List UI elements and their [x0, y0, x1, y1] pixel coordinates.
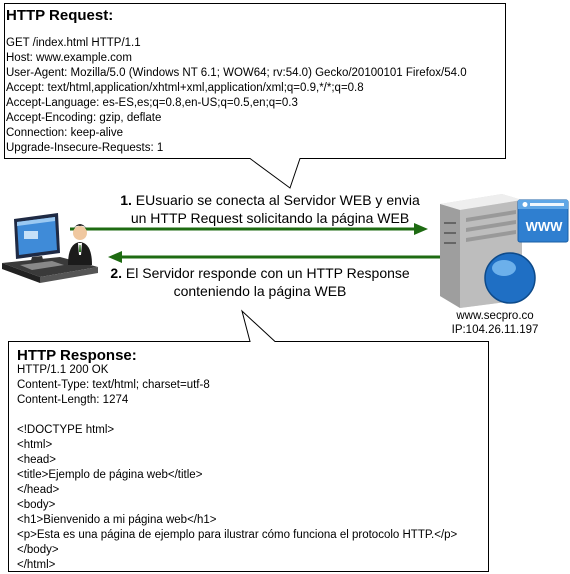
response-line: <body>	[17, 499, 56, 511]
request-line: Upgrade-Insecure-Requests: 1	[6, 142, 164, 154]
response-line: <title>Ejemplo de página web</title>	[17, 469, 203, 481]
step1-number: 1.	[120, 192, 132, 208]
server-host: www.secpro.co	[456, 310, 534, 322]
response-line: <h1>Bienvenido a mi página web</h1>	[17, 514, 217, 526]
step1-line1: EUsuario se conecta al Servidor WEB y en…	[135, 192, 420, 208]
response-line: </html>	[17, 559, 56, 571]
response-line: </body>	[17, 544, 59, 556]
request-line: Connection: keep-alive	[6, 127, 123, 139]
request-line: Accept-Encoding: gzip, deflate	[6, 112, 162, 124]
request-line: GET /index.html HTTP/1.1	[6, 37, 141, 49]
request-line: Accept-Language: es-ES,es;q=0.8,en-US;q=…	[6, 97, 298, 109]
request-line: Host: www.example.com	[6, 52, 132, 64]
request-title: HTTP Request:	[6, 7, 114, 24]
server-icon	[440, 194, 569, 308]
response-lines: HTTP/1.1 200 OK Content-Type: text/html; …	[17, 363, 487, 573]
response-line: <head>	[17, 454, 57, 466]
response-line: </head>	[17, 484, 60, 496]
computer-user-icon	[2, 213, 98, 283]
server-ip: IP:104.26.11.197	[451, 324, 539, 336]
response-line	[17, 408, 487, 423]
step2-number: 2.	[110, 265, 122, 281]
response-title: HTTP Response:	[17, 347, 137, 364]
response-line: <!DOCTYPE html>	[17, 424, 115, 436]
response-line: Content-Type: text/html; charset=utf-8	[17, 379, 210, 391]
response-line: Content-Length: 1274	[17, 394, 129, 406]
response-callout: HTTP Response: HTTP/1.1 200 OK Content-Ty…	[17, 347, 487, 573]
step1-caption: 1. EUsuario se conecta al Servidor WEB y…	[100, 191, 440, 227]
www-badge-label: WWW	[525, 219, 563, 234]
response-line: <p>Esta es una página de ejemplo para il…	[17, 529, 458, 541]
step2-caption: 2. El Servidor responde con un HTTP Resp…	[90, 264, 430, 300]
request-line: Accept: text/html,application/xhtml+xml,…	[6, 82, 364, 94]
response-line: <html>	[17, 439, 53, 451]
step1-line2: un HTTP Request solicitando la página WE…	[130, 210, 410, 226]
request-line: User-Agent: Mozilla/5.0 (Windows NT 6.1;…	[6, 67, 467, 79]
response-line: HTTP/1.1 200 OK	[17, 364, 109, 376]
server-labels: www.secpro.co IP:104.26.11.197	[425, 309, 565, 337]
step2-line2: conteniendo la página WEB	[173, 283, 347, 299]
step2-line1: El Servidor responde con un HTTP Respons…	[125, 265, 410, 281]
